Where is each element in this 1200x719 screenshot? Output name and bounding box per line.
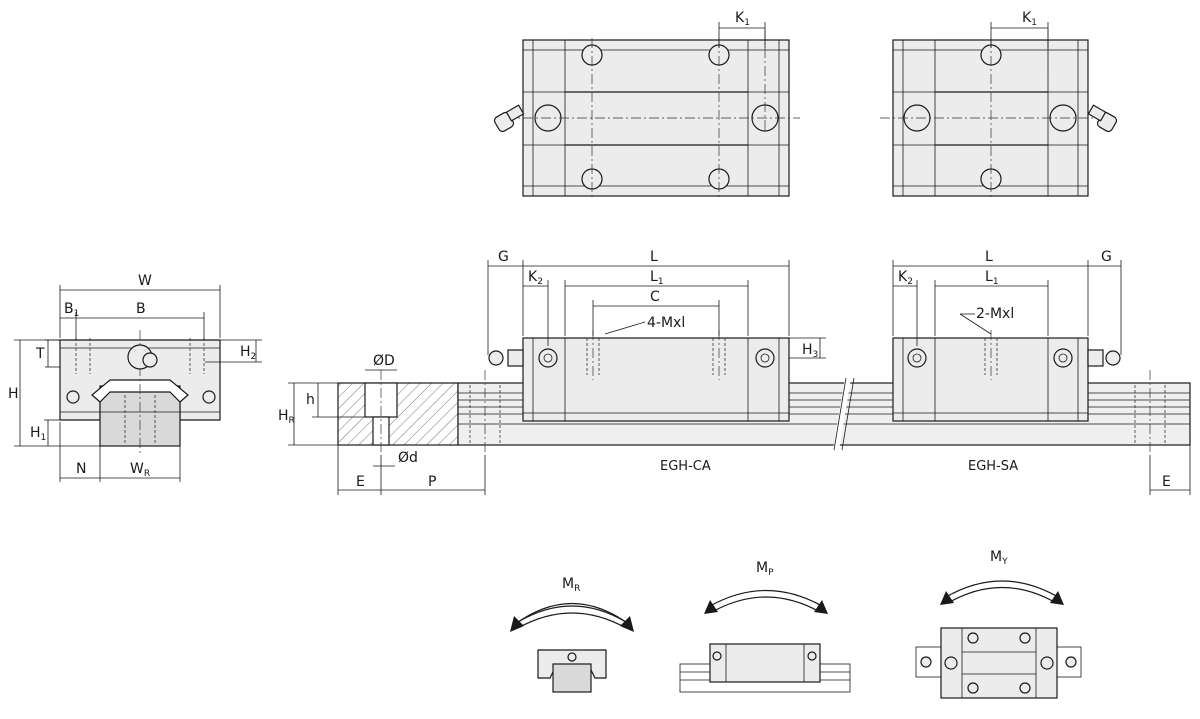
side-view-ca-block <box>488 330 790 422</box>
rail-section <box>337 370 459 455</box>
svg-text:C: C <box>650 289 660 305</box>
arrow-right-icon <box>814 600 828 614</box>
svg-text:L1: L1 <box>650 269 664 287</box>
svg-text:L1: L1 <box>985 269 999 287</box>
side-view-sa-block <box>892 330 1121 422</box>
svg-text:K1: K1 <box>1022 10 1037 28</box>
sa-dimensions: L G K2 L1 2-Mxl <box>892 249 1122 355</box>
svg-text:H2: H2 <box>240 344 256 362</box>
end-seal-hole-icon <box>755 348 775 368</box>
front-view <box>59 330 221 455</box>
h-small-dimension: h <box>306 383 365 418</box>
svg-text:G: G <box>1101 249 1112 265</box>
k1-dimension-right: K1 <box>990 10 1049 48</box>
screw-icon <box>202 390 216 404</box>
h-dimension: H <box>8 339 100 447</box>
model-label-ca: EGH-CA <box>660 459 711 474</box>
arrow-left-icon <box>704 600 718 614</box>
arrow-right-icon <box>1050 591 1064 605</box>
end-seal-hole-icon <box>1053 348 1073 368</box>
svg-text:T: T <box>35 346 45 362</box>
grease-nipple-icon <box>493 104 525 133</box>
model-label-sa: EGH-SA <box>968 459 1018 474</box>
svg-text:N: N <box>76 461 86 477</box>
h3-dimension: H3 <box>789 337 826 360</box>
svg-text:4-Mxl: 4-Mxl <box>647 315 685 331</box>
svg-text:B1: B1 <box>64 301 79 319</box>
svg-text:E: E <box>356 474 365 490</box>
grease-nipple-icon <box>1087 104 1118 133</box>
screw-icon <box>66 390 80 404</box>
svg-text:MY: MY <box>990 549 1008 567</box>
svg-text:h: h <box>306 392 315 408</box>
h1-dimension: H1 <box>30 419 60 446</box>
hr-dimension: HR <box>278 382 338 446</box>
arrow-left-icon <box>940 591 954 605</box>
grease-nipple-icon <box>1087 349 1121 367</box>
svg-text:L: L <box>985 249 993 265</box>
svg-text:H3: H3 <box>802 342 818 360</box>
h2-dimension: H2 <box>205 339 262 363</box>
svg-text:K1: K1 <box>735 10 750 28</box>
svg-text:H1: H1 <box>30 425 46 443</box>
svg-text:G: G <box>498 249 509 265</box>
moment-mp: MP <box>679 560 851 693</box>
svg-text:2-Mxl: 2-Mxl <box>976 306 1014 322</box>
svg-text:E: E <box>1162 474 1171 490</box>
grease-nipple-icon <box>488 349 524 367</box>
e-right-dimension: E <box>1149 445 1191 495</box>
svg-text:K2: K2 <box>898 269 913 287</box>
top-view-ca-block <box>493 30 800 198</box>
e-p-dimension: E P <box>337 445 486 495</box>
svg-text:P: P <box>428 474 436 490</box>
svg-text:MP: MP <box>756 560 774 578</box>
svg-text:W: W <box>138 273 152 289</box>
ca-dimensions: G L K2 L1 C 4-Mxl <box>487 249 790 355</box>
svg-text:ØD: ØD <box>373 353 395 369</box>
w-dimension: W <box>59 273 221 338</box>
moment-my: MY <box>915 549 1082 699</box>
moment-mr: MR <box>510 576 634 693</box>
b-dimension: B1 B <box>60 301 205 340</box>
t-dimension: T <box>35 339 60 368</box>
top-view-sa-block <box>880 30 1118 198</box>
svg-text:L: L <box>650 249 658 265</box>
svg-text:MR: MR <box>562 576 580 594</box>
svg-text:HR: HR <box>278 408 295 426</box>
end-seal-hole-icon <box>907 348 927 368</box>
arrow-right-icon <box>620 616 634 632</box>
svg-text:WR: WR <box>130 461 150 479</box>
arrow-left-icon <box>510 616 524 632</box>
end-seal-hole-icon <box>538 348 558 368</box>
n-wr-dimension: N WR <box>59 422 181 482</box>
svg-text:H: H <box>8 386 19 402</box>
svg-text:Ød: Ød <box>398 450 418 466</box>
svg-text:B: B <box>136 301 146 317</box>
svg-text:K2: K2 <box>528 269 543 287</box>
k1-dimension-left: K1 <box>718 10 766 48</box>
